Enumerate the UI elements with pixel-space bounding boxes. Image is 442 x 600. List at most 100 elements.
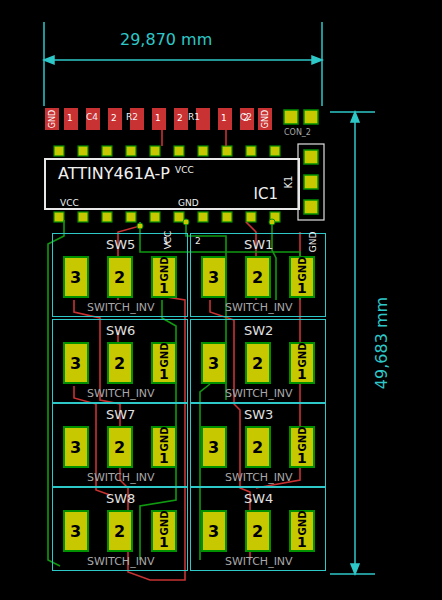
copper-traces-bottom — [48, 220, 300, 566]
reference-designator: C4 — [86, 112, 98, 122]
solder-pad: GND1 — [289, 426, 315, 468]
part-value: SWITCH_INV — [225, 555, 293, 568]
solder-pad: 3 — [201, 426, 227, 468]
net-name: GND — [297, 343, 308, 368]
pin-number: 2 — [114, 354, 125, 373]
net-name: GND — [159, 427, 170, 452]
pin-number: 2 — [111, 113, 117, 123]
pin-number: 2 — [252, 438, 263, 457]
ic-outline: ATTINY461A-P IC1 — [44, 158, 300, 210]
net-name: GND — [297, 427, 308, 452]
solder-pad: 3 — [63, 342, 89, 384]
header-pads — [284, 110, 324, 220]
net-name: GND — [297, 511, 308, 536]
switch-footprint: SW4SWITCH_INV 3 2 GND1 — [190, 487, 326, 571]
pin-number: 1 — [221, 113, 227, 123]
vias — [137, 219, 275, 229]
pin-number: 2 — [114, 268, 125, 287]
pin-number: 1 — [297, 450, 307, 466]
net-name: VCC — [175, 165, 194, 175]
pin-number: 1 — [159, 366, 169, 382]
net-name: GND — [178, 198, 199, 208]
reference-designator: SW3 — [244, 407, 273, 422]
copper-traces-top — [74, 130, 300, 580]
net-name: VCC — [163, 231, 173, 250]
net-name: GND — [261, 110, 270, 128]
pin-number: 3 — [208, 438, 219, 457]
part-value: SWITCH_INV — [225, 471, 293, 484]
pin-number: 2 — [252, 522, 263, 541]
dimension-lines — [44, 22, 375, 574]
solder-pad: 3 — [201, 256, 227, 298]
net-name: GND — [159, 343, 170, 368]
net-name: GND — [159, 257, 170, 282]
solder-pad: GND1 — [151, 256, 177, 298]
pin-number: 1 — [159, 280, 169, 296]
solder-pad: 2 — [107, 426, 133, 468]
pin-number: 3 — [70, 354, 81, 373]
pin-number: 2 — [177, 113, 183, 123]
solder-pad: GND1 — [289, 342, 315, 384]
switch-footprint: SW7SWITCH_INV 3 2 GND1 — [52, 403, 188, 487]
part-value: SWITCH_INV — [87, 555, 155, 568]
solder-pad: 2 — [245, 426, 271, 468]
reference-designator: C2 — [240, 112, 252, 122]
pin-number: 3 — [208, 268, 219, 287]
pin-number: 2 — [114, 438, 125, 457]
net-name: VCC — [60, 198, 79, 208]
pin-number: 1 — [155, 113, 161, 123]
reference-designator: SW5 — [106, 237, 135, 252]
reference-designator: SW1 — [244, 237, 273, 252]
part-value: SWITCH_INV — [87, 301, 155, 314]
solder-pad: 3 — [63, 256, 89, 298]
solder-pad: 2 — [245, 342, 271, 384]
net-name: GND — [159, 511, 170, 536]
reference-designator: R2 — [126, 112, 138, 122]
smd-pads — [45, 108, 272, 130]
pin-number: 3 — [70, 268, 81, 287]
net-name: GND — [48, 110, 57, 128]
pin-number: 1 — [159, 534, 169, 550]
solder-pad: 2 — [245, 256, 271, 298]
pin-number: 1 — [159, 450, 169, 466]
solder-pad: GND1 — [289, 256, 315, 298]
switch-footprint: SW1SWITCH_INV32GND1 — [190, 233, 326, 317]
solder-pad: 2 — [245, 510, 271, 552]
reference-designator: SW7 — [106, 407, 135, 422]
solder-pad: GND1 — [289, 510, 315, 552]
pin-number: 2 — [195, 236, 201, 246]
solder-pad: 2 — [107, 342, 133, 384]
part-value: ATTINY461A-P — [58, 164, 170, 183]
pin-number: 3 — [70, 522, 81, 541]
switch-footprint: SW8SWITCH_INV 3 2 GND1 — [52, 487, 188, 571]
solder-pad: 3 — [201, 342, 227, 384]
solder-pad: 2 — [107, 510, 133, 552]
pin-number: 2 — [114, 522, 125, 541]
reference-designator: R1 — [188, 112, 200, 122]
pin-number: 3 — [208, 522, 219, 541]
reference-designator: SW4 — [244, 491, 273, 506]
reference-designator: SW8 — [106, 491, 135, 506]
pin-number: 1 — [297, 534, 307, 550]
pin-number: 2 — [252, 354, 263, 373]
reference-designator: SW2 — [244, 323, 273, 338]
part-value: SWITCH_INV — [225, 387, 293, 400]
pin-number: 3 — [208, 354, 219, 373]
reference-designator: IC1 — [254, 185, 278, 203]
switch-footprint: SW2SWITCH_INV 3 2 GND1 — [190, 319, 326, 403]
reference-designator: SW6 — [106, 323, 135, 338]
dimension: 29,870 mm — [120, 30, 212, 49]
part-value: SWITCH_INV — [87, 387, 155, 400]
switch-footprint: SW3SWITCH_INV 3 2 GND1 — [190, 403, 326, 487]
net-name: GND — [297, 257, 308, 282]
reference-designator: CON_2 — [284, 128, 311, 137]
pin-number: 3 — [70, 438, 81, 457]
pin-number: 1 — [297, 280, 307, 296]
pin-number: 1 — [297, 366, 307, 382]
part-value: SWITCH_INV — [87, 471, 155, 484]
reference-designator: K1 — [283, 176, 294, 189]
solder-pad: GND1 — [151, 342, 177, 384]
solder-pad: GND1 — [151, 426, 177, 468]
net-name: GND — [308, 232, 318, 253]
